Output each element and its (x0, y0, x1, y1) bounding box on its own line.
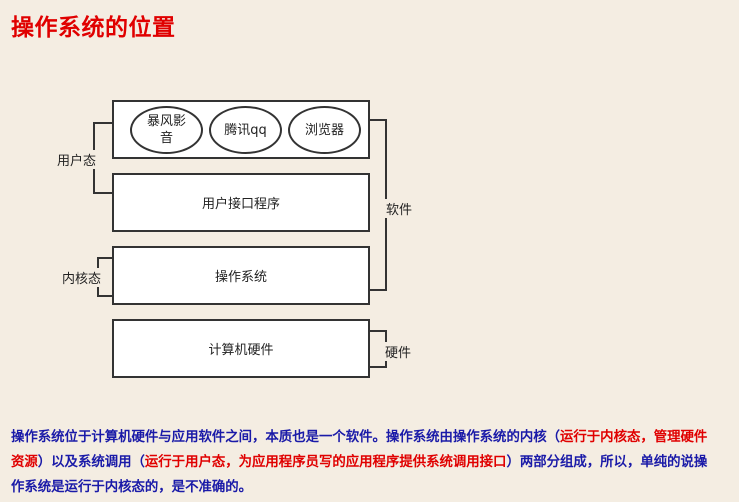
app-oval-qq: 腾讯qq (209, 106, 282, 154)
software-bracket-top (370, 119, 387, 121)
kernel-mode-bracket-top (97, 257, 112, 259)
os-label: 操作系统 (214, 270, 267, 285)
hardware-bracket-bottom (370, 366, 387, 368)
description-highlight-kernel: 运行于内核态，管理硬件资源 (11, 430, 708, 470)
software-label: 软件 (385, 199, 414, 218)
description-highlight-syscall: 运行于用户态，为应用程序员写的应用程序提供系统调用接口 (144, 455, 507, 470)
ui-program-label: 用户接口程序 (201, 197, 280, 212)
app-oval-browser: 浏览器 (288, 106, 361, 154)
kernel-mode-label: 内核态 (61, 268, 103, 287)
page-title: 操作系统的位置 (11, 15, 176, 41)
user-mode-label: 用户态 (56, 150, 98, 169)
hardware-bracket-top (370, 330, 387, 332)
user-mode-bracket-top (93, 122, 112, 124)
hardware-side-label: 硬件 (384, 342, 413, 361)
user-mode-bracket-bottom (93, 192, 112, 194)
app-oval-baofeng: 暴风影 音 (130, 106, 203, 154)
os-box: 操作系统 (112, 246, 370, 305)
software-bracket-bottom (370, 289, 387, 291)
app-label-browser: 浏览器 (304, 122, 344, 138)
description-text-3: ）两部分组成，所以，单纯的说操作系统是运行于内核态的，是不准确的。 (11, 455, 708, 495)
description-paragraph: 操作系统位于计算机硬件与应用软件之间，本质也是一个软件。操作系统由操作系统的内核… (11, 425, 711, 500)
ui-program-box: 用户接口程序 (112, 173, 370, 232)
hardware-label: 计算机硬件 (208, 343, 274, 358)
hardware-box: 计算机硬件 (112, 319, 370, 378)
kernel-mode-bracket-bottom (97, 295, 112, 297)
app-label-baofeng: 暴风影 音 (146, 114, 186, 146)
description-text-2: ）以及系统调用（ (37, 455, 145, 470)
description-text-1: 操作系统位于计算机硬件与应用软件之间，本质也是一个软件。操作系统由操作系统的内核… (11, 430, 561, 445)
app-label-qq: 腾讯qq (224, 122, 267, 138)
